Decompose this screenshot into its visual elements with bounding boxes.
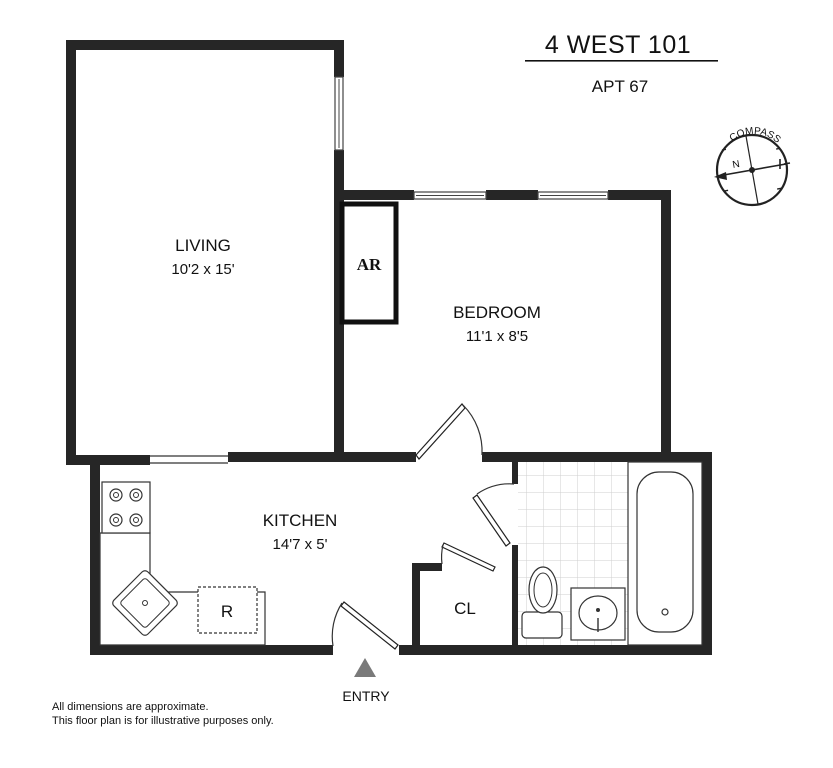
living-room-name: LIVING <box>175 236 231 255</box>
refrigerator: R <box>197 586 258 634</box>
bathroom <box>518 461 703 646</box>
kitchen-sink-icon <box>112 570 178 636</box>
bedroom-dims: 11'1 x 8'5 <box>466 328 528 345</box>
kitchen-name: KITCHEN <box>263 511 338 530</box>
ar-closet: AR <box>339 201 399 325</box>
kitchen-dims: 14'7 x 5' <box>273 536 328 553</box>
entry-marker-icon <box>354 658 376 677</box>
disclaimer-line-2: This floor plan is for illustrative purp… <box>52 715 274 727</box>
bathtub-drain-icon <box>661 608 669 616</box>
bedroom-name: BEDROOM <box>453 303 541 322</box>
building-title: 4 WEST 101 <box>545 31 691 59</box>
walls <box>66 40 712 655</box>
fridge-label: R <box>221 602 233 621</box>
bathroom-sink-icon <box>570 587 626 641</box>
entry-label: ENTRY <box>342 688 390 704</box>
living-room-dims: 10'2 x 15' <box>171 261 234 278</box>
closet-label: CL <box>454 599 476 618</box>
windows <box>334 76 609 200</box>
toilet-icon <box>521 566 563 639</box>
compass-label: COMPASS <box>728 126 783 146</box>
compass-north-letter: N <box>732 159 741 171</box>
apartment-number: APT 67 <box>592 77 648 96</box>
stove-icon <box>101 481 151 534</box>
compass-icon: N COMPASS <box>714 126 791 207</box>
disclaimer-line-1: All dimensions are approximate. <box>52 701 209 713</box>
kitchen-fixtures: R <box>99 481 266 646</box>
ar-label: AR <box>357 255 382 274</box>
title-underline <box>525 60 718 62</box>
doors <box>331 403 515 650</box>
